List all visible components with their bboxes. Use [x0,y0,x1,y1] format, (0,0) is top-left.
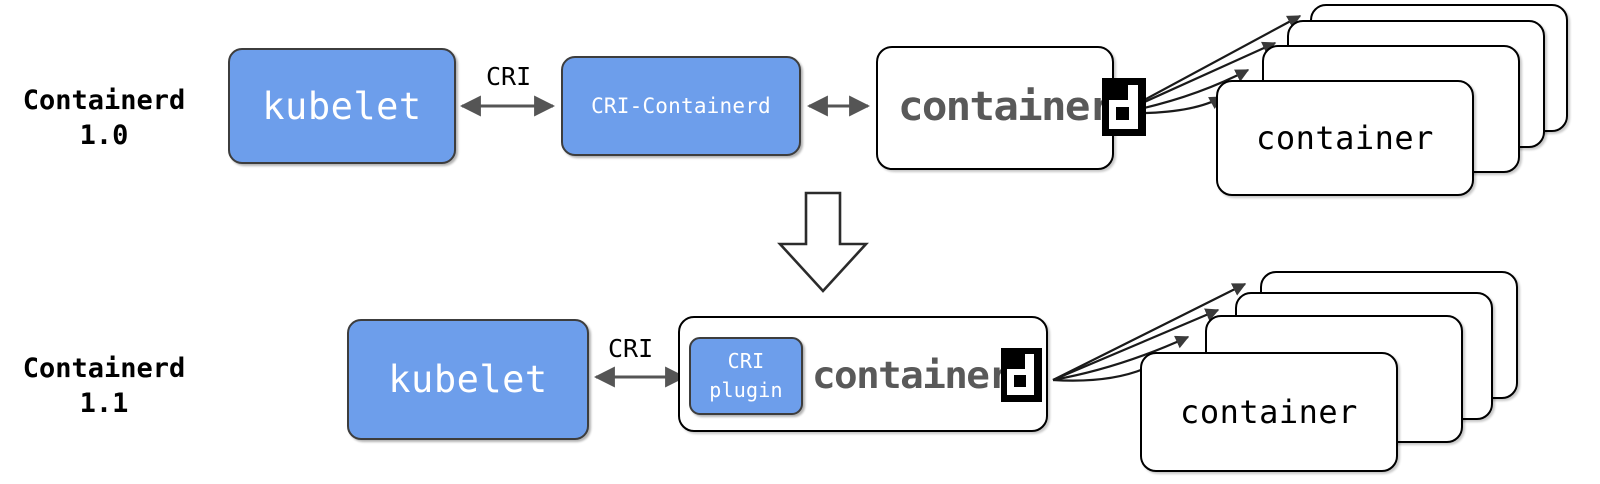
node-cri-plugin-label-row2: CRI plugin [709,349,783,402]
row-label-containerd-1-1: Containerd 1.1 [22,353,186,419]
down-block-arrow [777,191,869,293]
node-kubelet-row1[interactable]: kubelet [228,48,456,164]
node-kubelet-row2[interactable]: kubelet [347,319,589,440]
container-stack-item-1-row2[interactable]: container [1140,352,1398,472]
containerd-logo-d-mark-row1 [1102,78,1147,136]
container-label-row2: container [1180,393,1358,431]
container-stack-item-1-row1[interactable]: container [1216,80,1474,196]
containerd-logo-row2: container [812,348,1043,402]
node-cri-containerd-row1[interactable]: CRI-Containerd [561,56,801,156]
edge-label-cri-row2: CRI [605,334,657,363]
containerd-logo-wordmark-row2: container [812,353,1012,397]
node-kubelet-label-row2: kubelet [388,358,548,401]
containerd-logo-d-mark-row2 [1001,348,1043,402]
node-kubelet-label-row1: kubelet [262,84,422,128]
containerd-logo-wordmark-row1: container [898,84,1114,130]
row-label-containerd-1-0: Containerd 1.0 [22,85,186,151]
edge-label-cri-row1: CRI [483,62,535,91]
node-cri-plugin-row2[interactable]: CRI plugin [689,337,803,415]
container-label-row1: container [1256,119,1434,157]
containerd-logo-row1: container [898,78,1147,136]
node-cri-containerd-label-row1: CRI-Containerd [591,94,771,118]
